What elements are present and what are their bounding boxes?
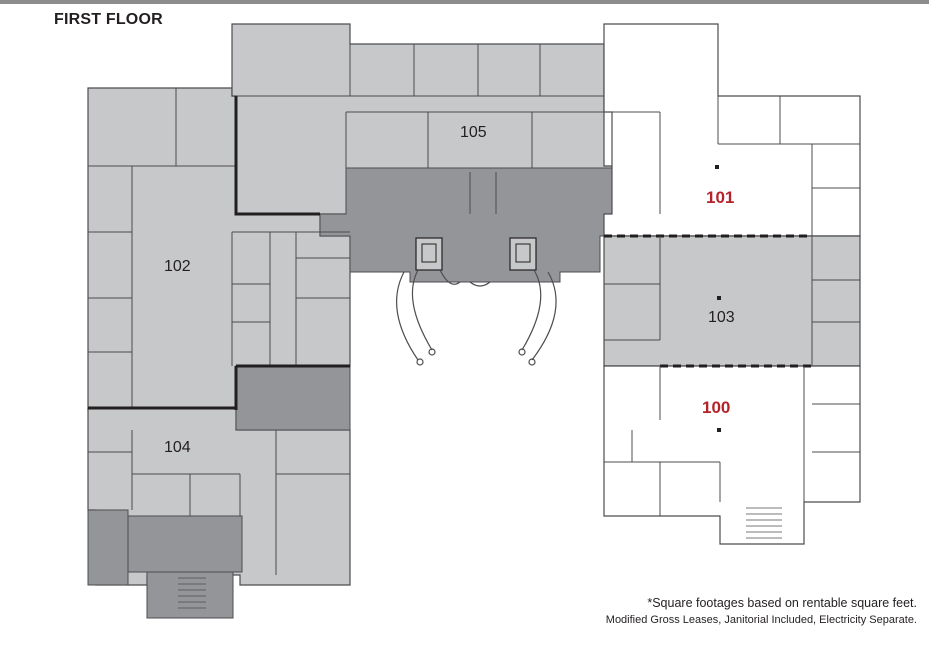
west-interior-walls (88, 24, 612, 575)
suite-103-area[interactable] (603, 235, 861, 367)
suite-100-area[interactable] (603, 365, 861, 545)
column-markers (715, 165, 721, 432)
suite-label-105: 105 (460, 124, 487, 141)
top-rule (0, 0, 929, 4)
suite-label-101: 101 (706, 188, 734, 207)
east-interior-walls (604, 96, 860, 516)
elevator-east (509, 237, 537, 271)
suite-demising-walls (88, 96, 350, 410)
common-core (87, 167, 805, 619)
suite-label-104: 104 (164, 439, 191, 456)
suite-label-100: 100 (702, 398, 730, 417)
available-suite-borders (604, 234, 812, 368)
stair-treads (178, 507, 782, 609)
elevator-west (415, 237, 443, 271)
floor-title: FIRST FLOOR (54, 11, 163, 28)
grand-staircase (396, 269, 557, 366)
suite-label-103: 103 (708, 309, 735, 326)
footnote-square-footage: *Square footages based on rentable squar… (647, 596, 917, 610)
suite-label-102: 102 (164, 258, 191, 275)
footnote-lease-terms: Modified Gross Leases, Janitorial Includ… (605, 614, 917, 626)
